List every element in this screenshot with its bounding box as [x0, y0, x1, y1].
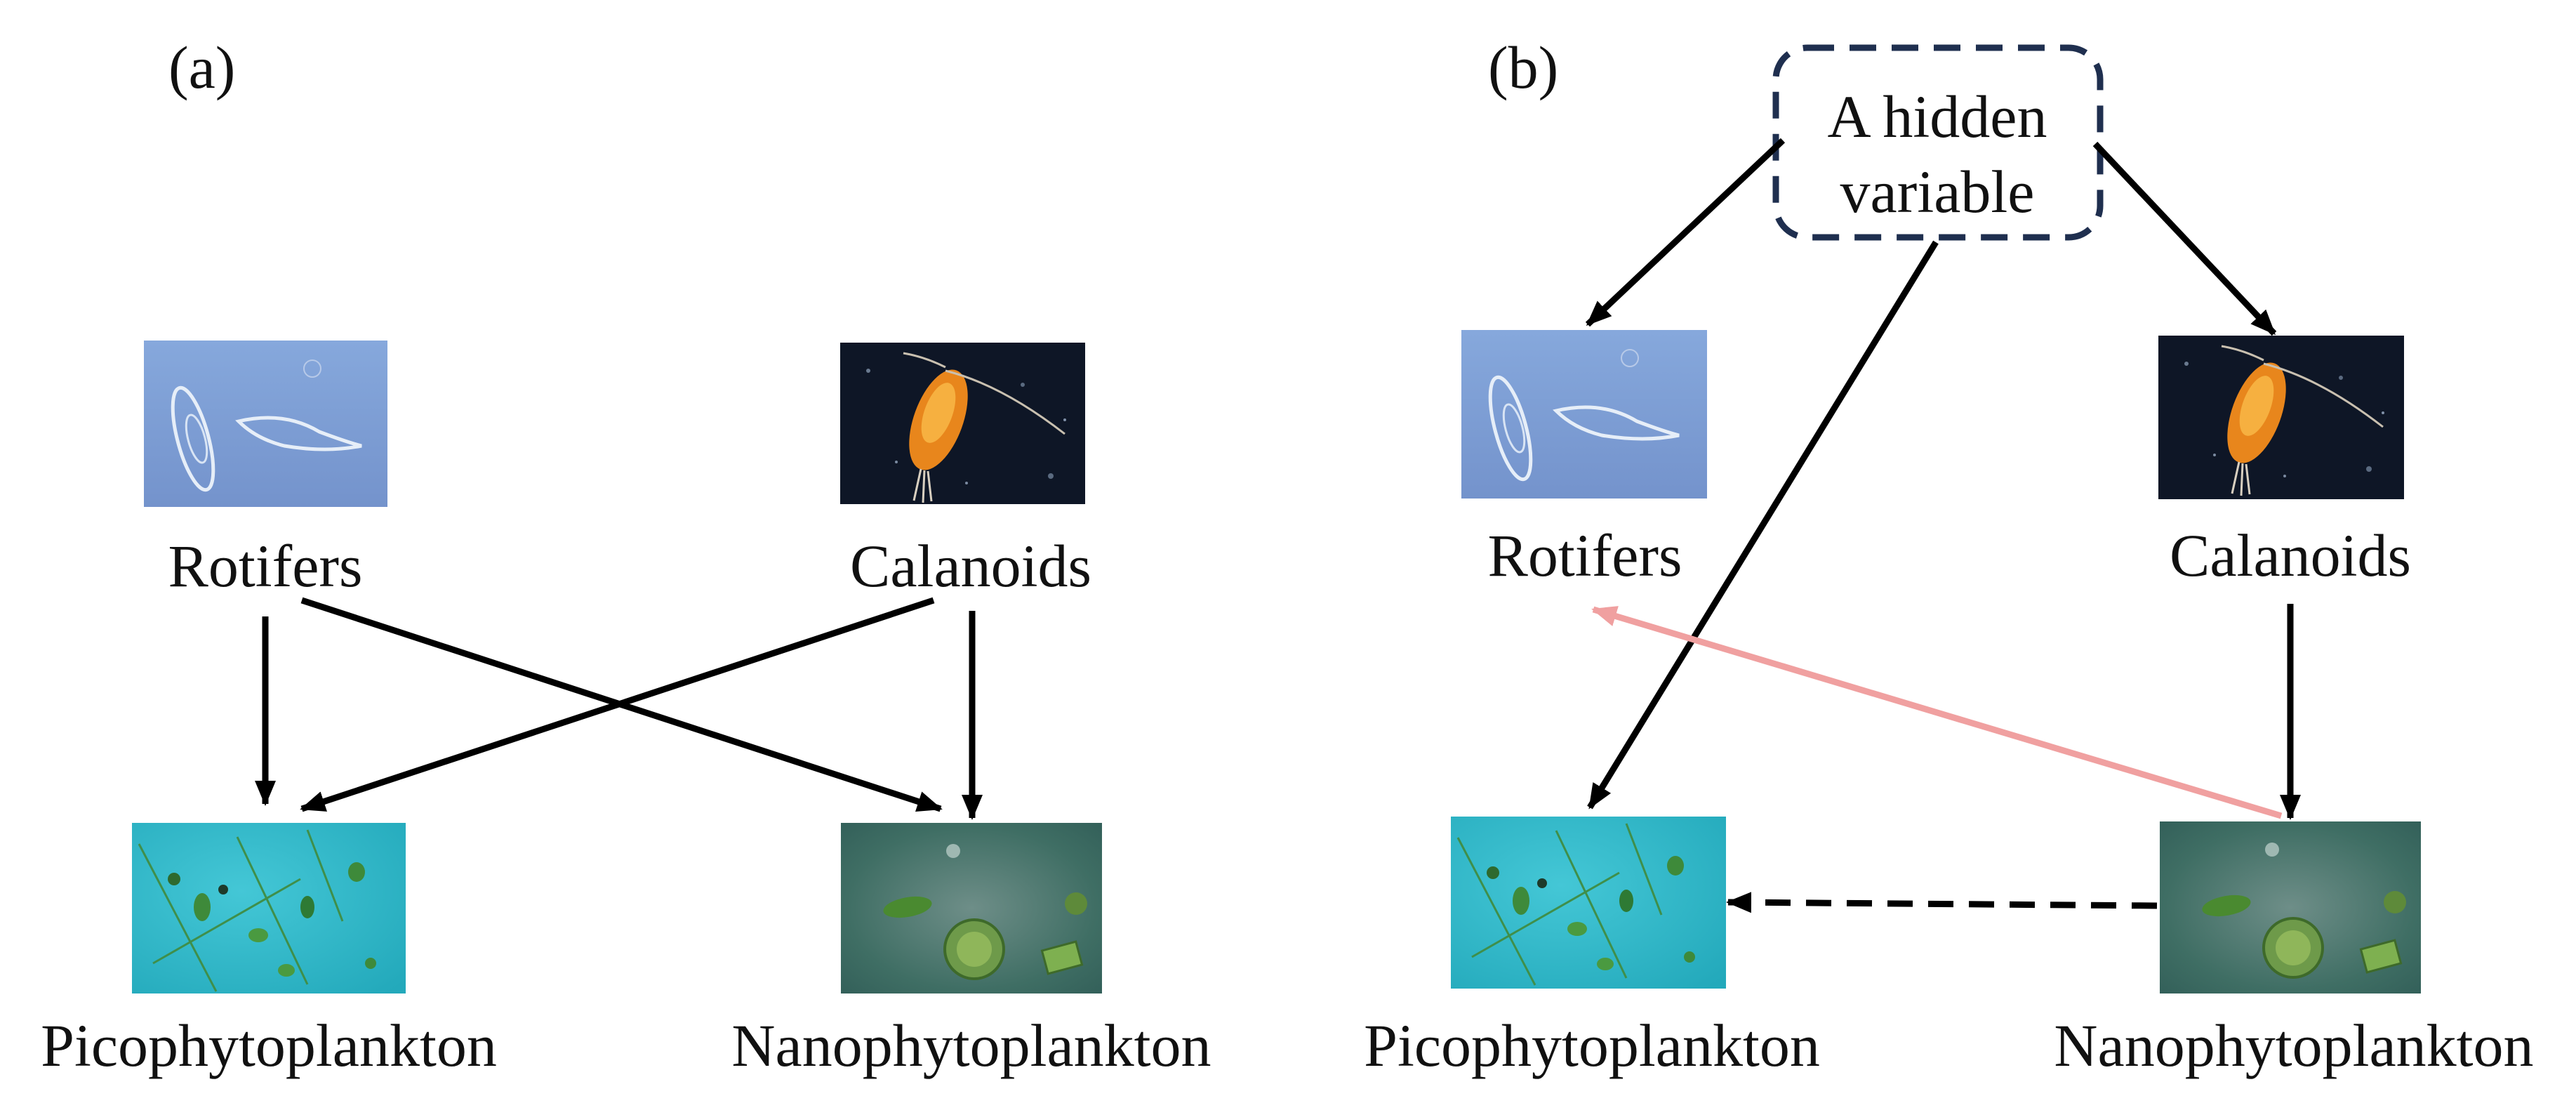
calanoids-image-b — [2158, 336, 2404, 499]
arrow-calanoids-to-pico-a — [300, 597, 935, 812]
hidden-variable-line-2: variable — [1840, 158, 2035, 225]
rotifers-label-b: Rotifers — [1487, 522, 1682, 589]
arrow-hidden-to-pico-b — [1587, 240, 1939, 810]
rotifers-image-b — [1461, 330, 1707, 499]
arrow-nano-to-pico-dashed-b — [1726, 892, 2158, 913]
calanoids-label-a: Calanoids — [850, 532, 1091, 600]
panel-a-label: (a) — [168, 34, 235, 101]
calanoids-label-b: Calanoids — [2170, 522, 2411, 589]
nano-image-a — [841, 823, 1102, 993]
panel-b-label: (b) — [1488, 34, 1558, 101]
nano-label-a: Nanophytoplankton — [731, 1012, 1211, 1079]
rotifers-label-a: Rotifers — [168, 532, 362, 600]
hidden-variable-node: A hidden variable — [1772, 44, 2104, 241]
arrow-nano-to-rotifers-pink-b — [1591, 606, 2283, 819]
panel-b: (b) A hidden variable Rotifers — [1364, 34, 2533, 1079]
calanoids-image-a — [840, 343, 1085, 504]
nano-image-b — [2160, 821, 2421, 993]
pico-image-b — [1451, 817, 1726, 989]
hidden-variable-box — [1772, 44, 2104, 241]
pico-label-a: Picophytoplankton — [41, 1012, 497, 1079]
arrow-hidden-to-rotifers-b — [1585, 138, 1786, 327]
pico-image-a — [132, 823, 406, 993]
rotifers-image-a — [144, 341, 387, 507]
panel-a: (a) Rotifers Calanoids — [41, 34, 1211, 1079]
nano-label-b: Nanophytoplankton — [2054, 1012, 2533, 1079]
pico-label-b: Picophytoplankton — [1364, 1012, 1820, 1079]
hidden-variable-line-1: A hidden — [1828, 83, 2047, 150]
arrow-hidden-to-calanoids-b — [2092, 141, 2277, 336]
